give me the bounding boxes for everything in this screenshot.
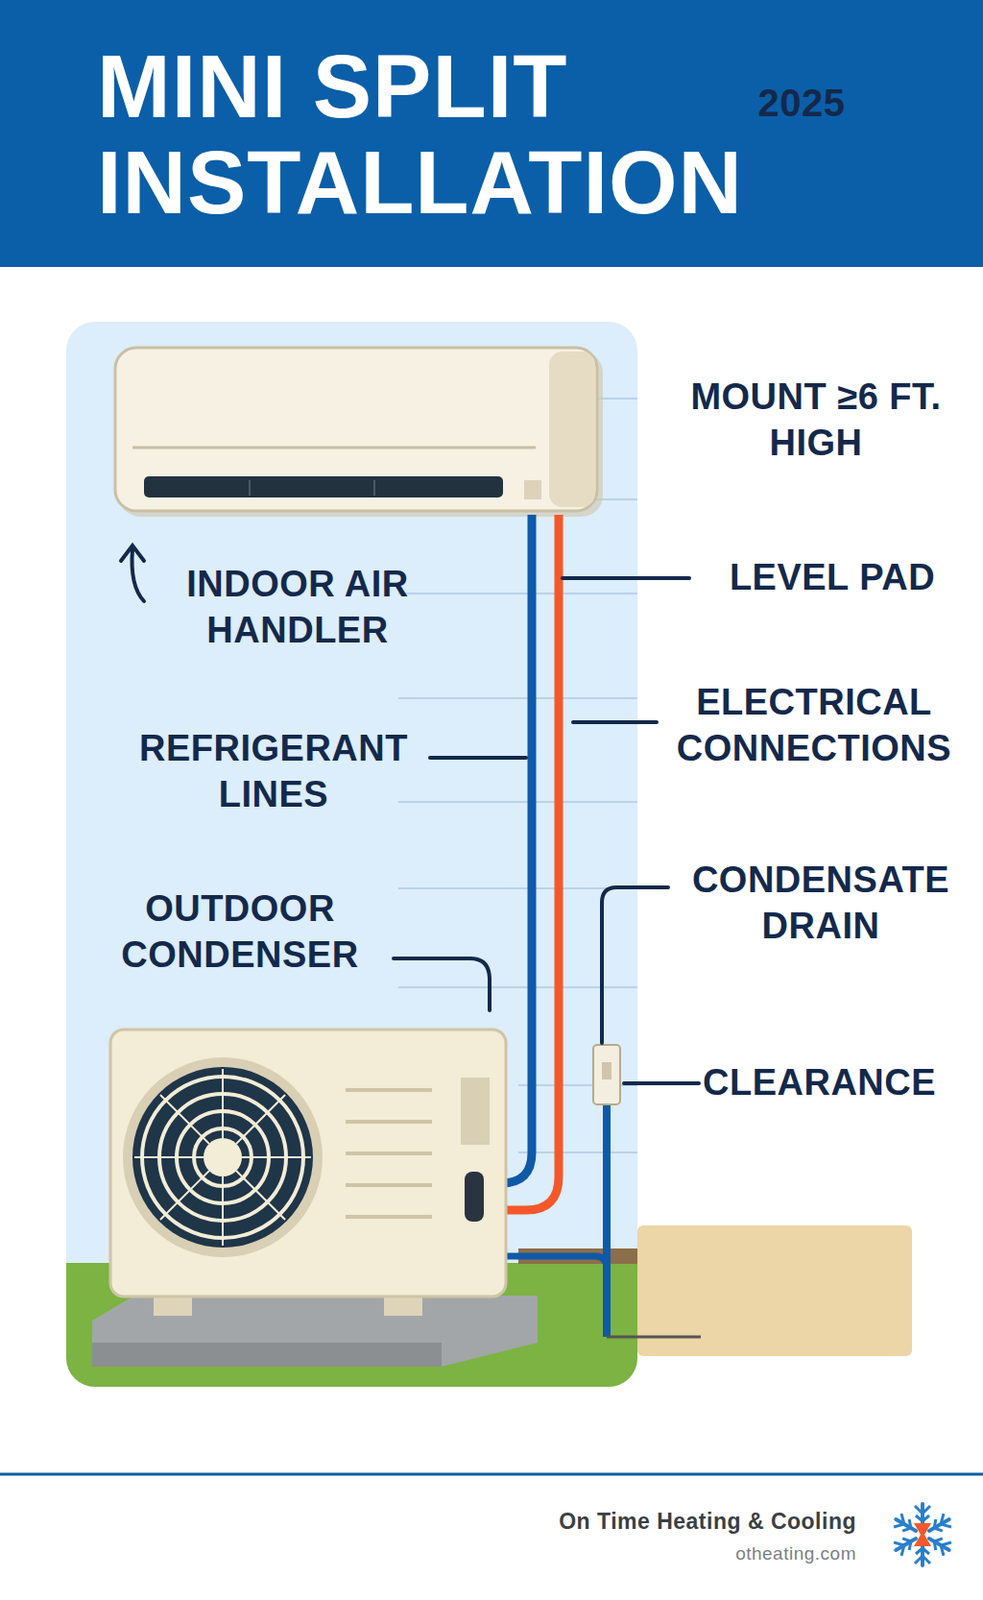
title-text: MINI SPLIT INSTALLATION <box>96 38 789 231</box>
company-logo <box>891 1503 953 1565</box>
wall-panel <box>66 321 638 1387</box>
company-url: otheating.com <box>575 1541 857 1565</box>
callout-label: CLEARANCE <box>702 1059 972 1106</box>
year-label: 2025 <box>729 78 874 127</box>
callout-label: MOUNT ≥6 FT. HIGH <box>671 374 960 466</box>
leader-lines <box>120 545 699 1083</box>
callout-label: ELECTRICAL CONNECTIONS <box>660 679 968 771</box>
callout-label: LEVEL PAD <box>693 554 972 601</box>
header-band <box>0 0 983 267</box>
disconnect-box <box>593 1044 621 1104</box>
callout-label: OUTDOOR CONDENSER <box>91 886 389 978</box>
outdoor-unit <box>92 1029 538 1367</box>
callout-label: INDOOR AIR HANDLER <box>153 561 442 653</box>
indoor-unit <box>115 347 603 517</box>
callout-label: REFRIGERANT LINES <box>124 725 423 817</box>
callout-label: CONDENSATE DRAIN <box>671 857 970 949</box>
company-name: On Time Heating & Cooling <box>479 1507 857 1535</box>
drain-pipe <box>602 1103 611 1337</box>
footer-rule <box>0 1472 983 1476</box>
